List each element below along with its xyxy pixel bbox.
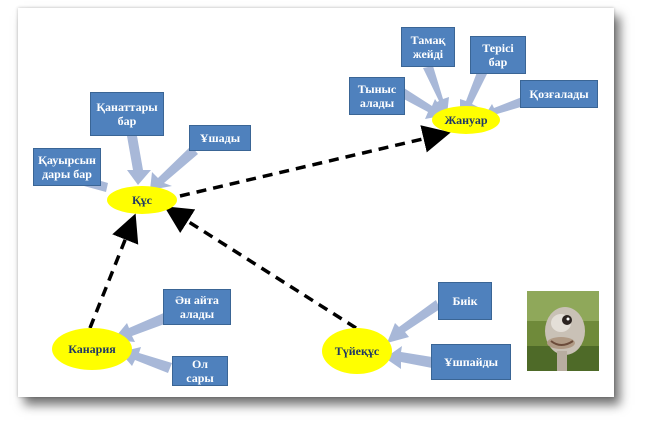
ostrich-photo bbox=[527, 291, 599, 371]
arrow-yellow bbox=[120, 347, 172, 373]
box-no-fly: Ұшпайды bbox=[431, 344, 511, 380]
node-ostrich: Түйеқұс bbox=[322, 328, 392, 374]
node-canary: Канария bbox=[52, 328, 132, 370]
box-sings: Ән айта алады bbox=[163, 289, 231, 325]
box-breathes: Тыныс алады bbox=[349, 77, 405, 115]
box-eats: Тамақ жейді bbox=[401, 27, 455, 67]
box-wings: Қанаттары бар bbox=[90, 92, 164, 136]
box-yellow: Ол сары bbox=[172, 356, 228, 386]
arrow-ostrich-to-bird bbox=[164, 206, 357, 330]
relation-arrows bbox=[88, 125, 451, 330]
node-animal: Жануар bbox=[432, 106, 500, 134]
arrow-wings bbox=[127, 136, 151, 185]
box-flies: Ұшады bbox=[189, 125, 251, 151]
box-moves: Қозғалады bbox=[520, 80, 598, 108]
arrow-flies bbox=[150, 146, 198, 190]
arrow-no-fly bbox=[385, 346, 432, 369]
arrow-tall bbox=[387, 300, 440, 343]
arrow-sings bbox=[113, 312, 170, 342]
box-feathers: Қауырсын дары бар bbox=[33, 148, 101, 186]
arrow-breathes bbox=[400, 88, 446, 119]
arrow-bird-to-animal bbox=[179, 125, 451, 198]
arrow-eats bbox=[423, 66, 449, 115]
arrow-skin bbox=[460, 67, 488, 116]
box-tall: Биік bbox=[438, 282, 492, 320]
arrow-canary-to-bird bbox=[88, 213, 139, 329]
box-skin: Терісі бар bbox=[470, 36, 526, 74]
node-bird: Құс bbox=[107, 186, 177, 214]
